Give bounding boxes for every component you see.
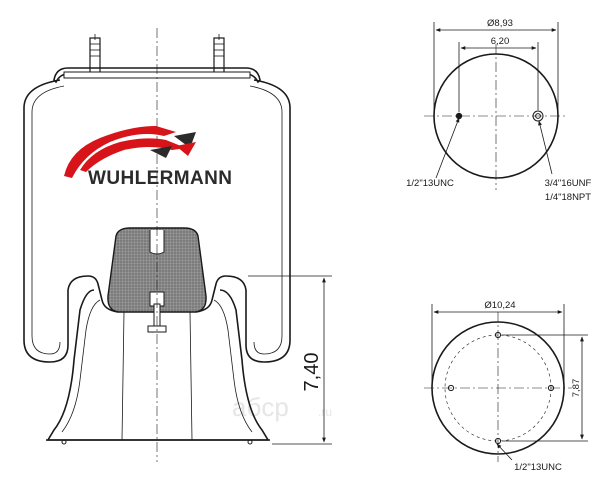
brand-name: WUHLERMANN (88, 168, 232, 189)
top-bolt-spacing-label: 6,20 (491, 36, 510, 47)
brand-logo: WUHLERMANN (64, 126, 232, 189)
bottom-diameter-label: Ø10,24 (484, 300, 515, 311)
bottom-hole-bottom (494, 437, 502, 445)
top-bead-plate (53, 67, 261, 84)
top-right-hole-label-1: 3/4"16UNF (545, 178, 592, 189)
top-left-hole-label: 1/2"13UNC (406, 178, 454, 189)
height-label: 7,40 (301, 353, 323, 392)
air-spring-side-view: 7,40 (23, 28, 332, 462)
top-diameter-label: Ø8,93 (487, 18, 513, 29)
bottom-bolt-circle-label: 7,87 (571, 379, 582, 398)
svg-text:aбcp: aбcp (232, 392, 289, 422)
bellows (23, 79, 291, 363)
mounting-stud-left (89, 34, 101, 77)
bottom-hole-left (447, 384, 455, 392)
bottom-hole-top (494, 331, 502, 339)
svg-text:.ru: .ru (318, 405, 332, 419)
logo-swoosh-icon (64, 126, 176, 178)
mounting-stud-right (213, 34, 225, 77)
top-plate-view: Ø8,93 6,20 1/2"13UNC 3/4"16UNF 1/4"18NPT (406, 18, 591, 203)
bottom-hole-label: 1/2"13UNC (514, 462, 562, 473)
bottom-hole-right (547, 384, 555, 392)
air-fitting-hole (532, 110, 544, 122)
height-dimension: 7,40 (248, 275, 332, 445)
bottom-pedestal (87, 275, 227, 313)
bottom-plate-view: Ø10,24 7,87 1/2"13UNC (424, 300, 588, 473)
top-right-hole-label-2: 1/4"18NPT (545, 192, 591, 203)
